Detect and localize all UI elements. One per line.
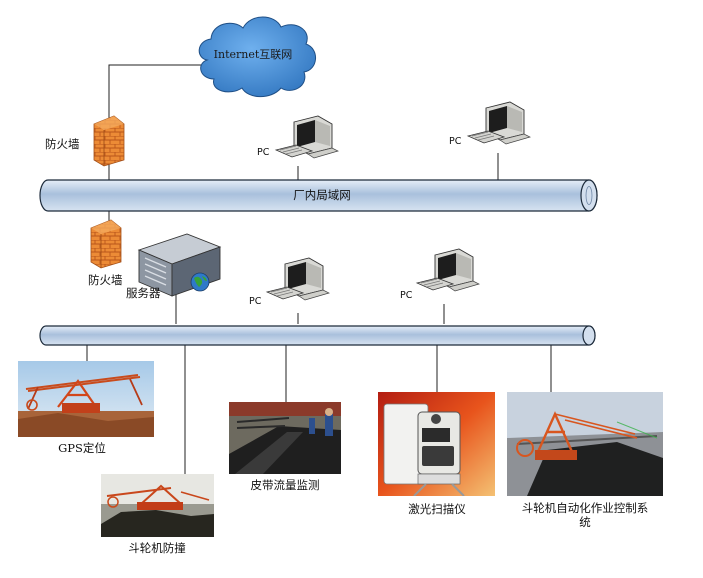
- firewall-bottom: 防火墙: [88, 219, 123, 287]
- firewall-icon: [90, 219, 122, 269]
- subsystem-label: 斗轮机防撞: [128, 541, 186, 555]
- subsystem-laser-scanner: 激光扫描仪: [378, 392, 495, 516]
- pc-label: PC: [257, 147, 270, 158]
- server: 服务器: [126, 233, 222, 300]
- lan-label: 厂内局域网: [293, 188, 351, 202]
- computer-icon: [265, 257, 330, 301]
- internet-label: Internet互联网: [214, 48, 293, 61]
- computer-icon: [415, 248, 480, 292]
- subsystem-gps: GPS定位: [18, 361, 154, 455]
- subsystem-label-line1: 斗轮机自动化作业控制系: [522, 501, 649, 515]
- pc-label: PC: [400, 290, 413, 301]
- subsystem-label-line2: 统: [579, 515, 591, 529]
- pc-4: PC: [400, 248, 480, 301]
- computer-icon: [274, 115, 339, 159]
- cloud-icon: [198, 16, 316, 98]
- belt-photo: [229, 402, 341, 474]
- firewall-label: 防火墙: [45, 137, 80, 151]
- server-icon: [137, 233, 222, 297]
- subsystem-label: GPS定位: [58, 441, 106, 455]
- subsystem-anticollision: 斗轮机防撞: [101, 474, 214, 555]
- internet-cloud: Internet互联网: [198, 16, 316, 98]
- computer-icon: [466, 101, 531, 145]
- subsystem-label: 皮带流量监测: [251, 478, 320, 492]
- anticollision-photo: [101, 474, 214, 537]
- subsystem-label: 激光扫描仪: [408, 502, 466, 516]
- internet-link: [108, 64, 206, 118]
- control-bus-pipe: [39, 325, 596, 346]
- pc-1: PC: [257, 115, 339, 159]
- subsystem-belt-monitor: 皮带流量监测: [229, 402, 341, 492]
- pc-label: PC: [449, 136, 462, 147]
- laser-scanner-photo: [378, 392, 495, 496]
- automation-control-photo: [507, 392, 663, 496]
- pc-3: PC: [249, 257, 330, 307]
- pc-2: PC: [449, 101, 531, 147]
- firewall-top: 防火墙: [45, 115, 125, 167]
- lan-pipe: 厂内局域网: [39, 179, 598, 212]
- firewall-label: 防火墙: [88, 273, 123, 287]
- connection-lines: [86, 64, 552, 474]
- subsystem-automation-control: 斗轮机自动化作业控制系 统: [507, 392, 663, 529]
- firewall-icon: [93, 115, 125, 167]
- pc-label: PC: [249, 296, 262, 307]
- gps-photo: [18, 361, 154, 437]
- server-label: 服务器: [126, 286, 161, 300]
